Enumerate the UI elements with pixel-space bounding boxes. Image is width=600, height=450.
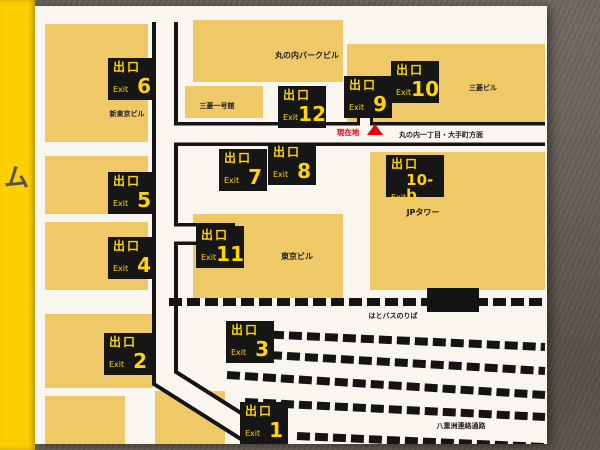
building-block [45,396,125,444]
exit-en: Exit [349,102,365,112]
exit-number: 2 [133,348,147,373]
exit-kanji: 出口 [245,404,274,418]
railway-track-band [244,398,546,421]
exit-en: Exit [224,175,240,185]
side-text: ム [4,163,30,192]
exit-en: Exit [396,87,412,97]
exit-en: Exit [201,252,217,262]
exit-kanji: 出口 [349,78,378,92]
exit-en: Exit [109,359,125,369]
label-hato-bus-stop: はとバスのりば [368,312,418,320]
exit-en: Exit [273,169,289,179]
railway-track-band [268,351,546,375]
exit-box-1: 出口 Exit 1 [240,402,288,444]
exit-en: Exit [245,428,261,438]
exit-kanji: 出口 [396,63,425,77]
hato-bus-structure [427,288,479,312]
exit-number: 3 [255,336,269,361]
railway-tracks [169,298,546,444]
label-shin-tokyo-bldg: 新東京ビル [109,110,145,118]
exit-box-8: 出口 Exit 8 [268,143,316,185]
label-jp-tower: JPタワー [406,208,440,217]
exit-en: Exit [391,192,407,202]
building-blocks [45,20,545,444]
exit-number: 7 [248,164,262,189]
railway-track-band [226,371,546,399]
yellow-frame-strip: ム [0,0,35,450]
exit-kanji: 出口 [224,151,253,165]
exit-box-4: 出口 Exit 4 [108,237,156,279]
exit-number: 6 [137,73,151,98]
exit-kanji: 出口 [113,174,142,188]
exit-number: 9 [373,91,387,116]
corridor-network [145,22,545,444]
label-mitsubishi-ichigokan: 三菱一号館 [199,102,235,110]
current-location-marker [367,124,383,135]
corridor-floor [156,22,268,444]
exit-en: Exit [283,112,299,122]
exit-box-3: 出口 Exit 3 [226,321,274,363]
exit-box-2: 出口 Exit 2 [104,333,152,375]
exit-map-panel: 丸の内パークビル 三菱一号館 三菱ビル 新東京ビル JPタワー 東京ビル はとバ… [35,6,547,444]
exit-box-6: 出口 Exit 6 [108,58,156,100]
exit-box-7: 出口 Exit 7 [219,149,267,191]
label-yaesu-passage: 八重洲連絡通路 [436,422,486,430]
label-mitsubishi-bldg: 三菱ビル [469,84,497,92]
exit-number: 1 [269,417,283,442]
exit-number: 10-b [406,170,434,204]
exit-number: 4 [137,252,151,277]
exit-kanji: 出口 [201,228,230,242]
railway-track-band [296,432,546,444]
exit-number: 10 [411,76,439,101]
label-direction: 丸の内一丁目・大手町方面 [399,131,483,139]
exit-box-5: 出口 Exit 5 [108,172,156,214]
exit-number: 8 [297,158,311,183]
exit-en: Exit [113,263,129,273]
exit-kanji: 出口 [113,60,142,74]
exit-kanji: 出口 [283,88,312,102]
exit-en: Exit [231,347,247,357]
exit-kanji: 出口 [109,335,138,349]
label-tokyo-bldg: 東京ビル [281,252,313,261]
exit-number: 12 [298,101,326,126]
railway-track-band [234,329,546,351]
exit-number: 5 [137,187,151,212]
label-current-location: 現在地 [336,128,360,137]
exit-kanji: 出口 [391,157,420,171]
label-marunouchi-park-bldg: 丸の内パークビル [275,51,339,60]
exit-en: Exit [113,198,129,208]
building-block [193,20,343,82]
exit-kanji: 出口 [231,323,260,337]
exit-kanji: 出口 [113,239,142,253]
exit-box-9: 出口 Exit 9 [344,76,392,118]
building-block [185,86,263,118]
exit-en: Exit [113,84,129,94]
exit-kanji: 出口 [273,145,302,159]
map-graphics [45,20,546,444]
exit-number: 11 [216,241,244,266]
